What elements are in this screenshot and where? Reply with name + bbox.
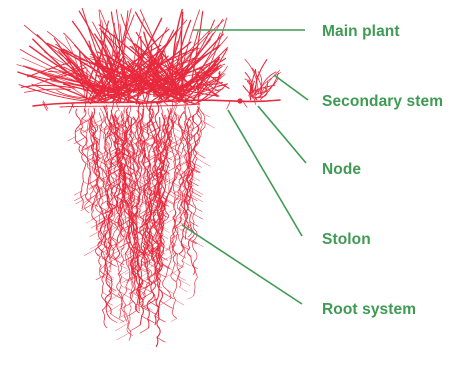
rootlet: [143, 131, 155, 138]
leader-node: [258, 106, 306, 163]
rootlet: [189, 186, 203, 194]
rootlet: [169, 209, 174, 212]
rootlet: [167, 153, 178, 160]
rootlet: [202, 113, 210, 118]
rootlet: [128, 252, 133, 255]
rootlet: [122, 277, 129, 281]
secondary-stem-drawing: [237, 59, 280, 104]
rootlet: [68, 136, 76, 141]
rootlet: [166, 270, 178, 277]
stolon-rootlet: [69, 103, 74, 113]
labels: Main plant Secondary stem Node Stolon Ro…: [322, 23, 443, 318]
rootlet: [193, 241, 203, 247]
rootlet: [197, 158, 210, 166]
grass-blade: [261, 71, 280, 95]
root: [89, 108, 111, 314]
stolon-rootlet: [227, 101, 231, 110]
rootlet: [117, 245, 122, 248]
rootlet: [137, 180, 145, 185]
rootlet: [171, 318, 176, 321]
rootlet: [103, 144, 109, 148]
label-root-system: Root system: [322, 301, 416, 318]
main-plant-drawing: [17, 9, 229, 104]
rootlet: [163, 254, 174, 260]
rootlet: [131, 325, 140, 331]
rootlet: [122, 301, 134, 308]
plant-illustration: [17, 9, 281, 347]
leader-stolon: [228, 110, 302, 236]
root: [176, 111, 203, 287]
rootlet: [91, 185, 101, 191]
rootlet: [188, 296, 194, 299]
label-secondary-stem: Secondary stem: [322, 93, 443, 110]
rootlet: [176, 300, 184, 305]
rootlet: [110, 319, 117, 323]
label-main-plant: Main plant: [322, 23, 400, 40]
rootlet: [201, 120, 215, 128]
rootlet: [84, 248, 97, 256]
rootlet: [118, 269, 129, 276]
rootlet: [160, 301, 173, 309]
leader-root-system: [182, 225, 302, 304]
rootlet: [140, 328, 149, 333]
rootlet: [192, 213, 203, 219]
rootlet: [180, 287, 188, 292]
rootlet: [76, 200, 83, 204]
rootlet: [159, 273, 167, 278]
rootlet: [92, 121, 105, 129]
rootlet: [125, 272, 130, 275]
leader-secondary-stem: [274, 75, 308, 100]
root: [170, 108, 177, 319]
label-stolon: Stolon: [322, 231, 371, 248]
rootlet: [197, 153, 205, 158]
node-drawing: [237, 98, 242, 103]
rootlet: [155, 316, 166, 322]
rootlet: [123, 277, 133, 283]
rootlet: [121, 286, 129, 291]
rootlet: [189, 190, 201, 197]
stolon-drawing: [33, 100, 280, 113]
label-node: Node: [322, 161, 361, 178]
stolon-rootlet: [106, 105, 107, 109]
root-system-drawing: [68, 102, 215, 346]
